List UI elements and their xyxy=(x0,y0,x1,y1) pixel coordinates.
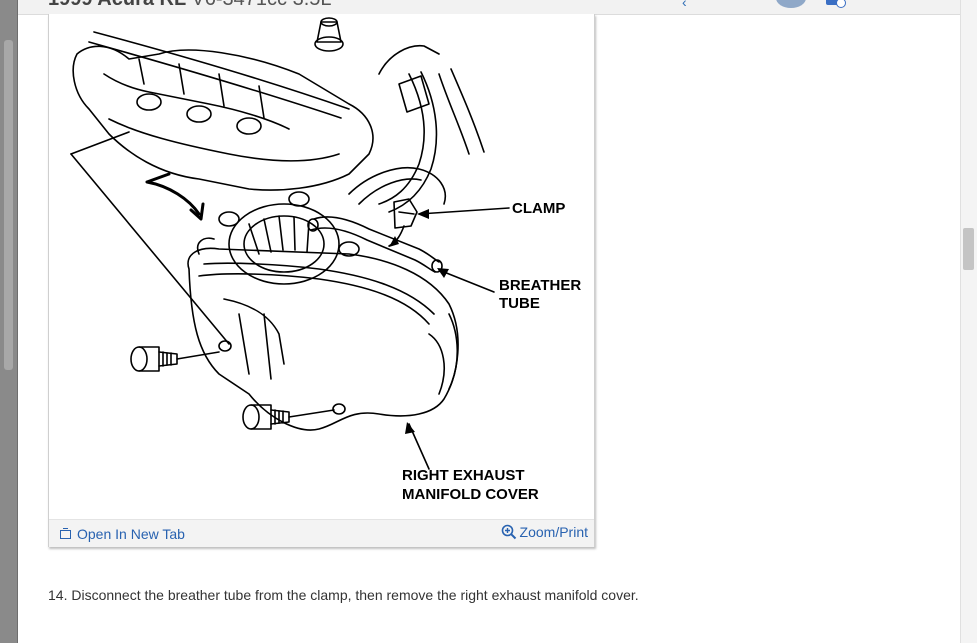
procedure-step: 14. Disconnect the breather tube from th… xyxy=(48,587,639,603)
callout-cover-line2: MANIFOLD COVER xyxy=(402,486,539,503)
callout-breather-line1: BREATHER xyxy=(499,277,581,294)
vehicle-title-main: 1999 Acura RL xyxy=(48,0,186,10)
vehicle-title-engine: V6-3471cc 3.5L xyxy=(191,0,331,10)
plus-badge-icon xyxy=(836,0,846,8)
article-content: 1999 Acura RL V6-3471cc 3.5L ‹ xyxy=(18,0,960,643)
callout-clamp: CLAMP xyxy=(512,200,565,217)
add-to-list-icon[interactable] xyxy=(826,0,840,5)
left-panel-scroll-thumb[interactable] xyxy=(4,40,13,370)
top-header-bar: 1999 Acura RL V6-3471cc 3.5L ‹ xyxy=(18,0,960,15)
zoom-print-link[interactable]: Zoom/Print xyxy=(501,524,588,540)
callout-breather-line2: TUBE xyxy=(499,295,540,312)
open-in-new-tab-link[interactable]: Open In New Tab xyxy=(60,526,185,542)
vehicle-title: 1999 Acura RL V6-3471cc 3.5L xyxy=(48,0,332,11)
chevron-left-icon[interactable]: ‹ xyxy=(682,0,687,10)
magnifier-zoom-icon xyxy=(501,524,516,540)
diagram-figure: CLAMP BREATHER TUBE RIGHT EXHAUST MANIFO… xyxy=(48,14,595,547)
exhaust-manifold-diagram: CLAMP BREATHER TUBE RIGHT EXHAUST MANIFO… xyxy=(70,17,581,503)
open-in-new-tab-label: Open In New Tab xyxy=(77,526,185,542)
figure-toolbar: Open In New Tab Zoom/Print xyxy=(49,519,594,547)
callout-cover-line1: RIGHT EXHAUST xyxy=(402,467,525,484)
page-scroll-thumb[interactable] xyxy=(963,228,974,270)
page-scrollbar[interactable] xyxy=(960,0,977,643)
avatar[interactable] xyxy=(776,0,806,8)
zoom-print-label: Zoom/Print xyxy=(519,524,588,540)
open-in-new-tab-icon xyxy=(60,527,71,539)
